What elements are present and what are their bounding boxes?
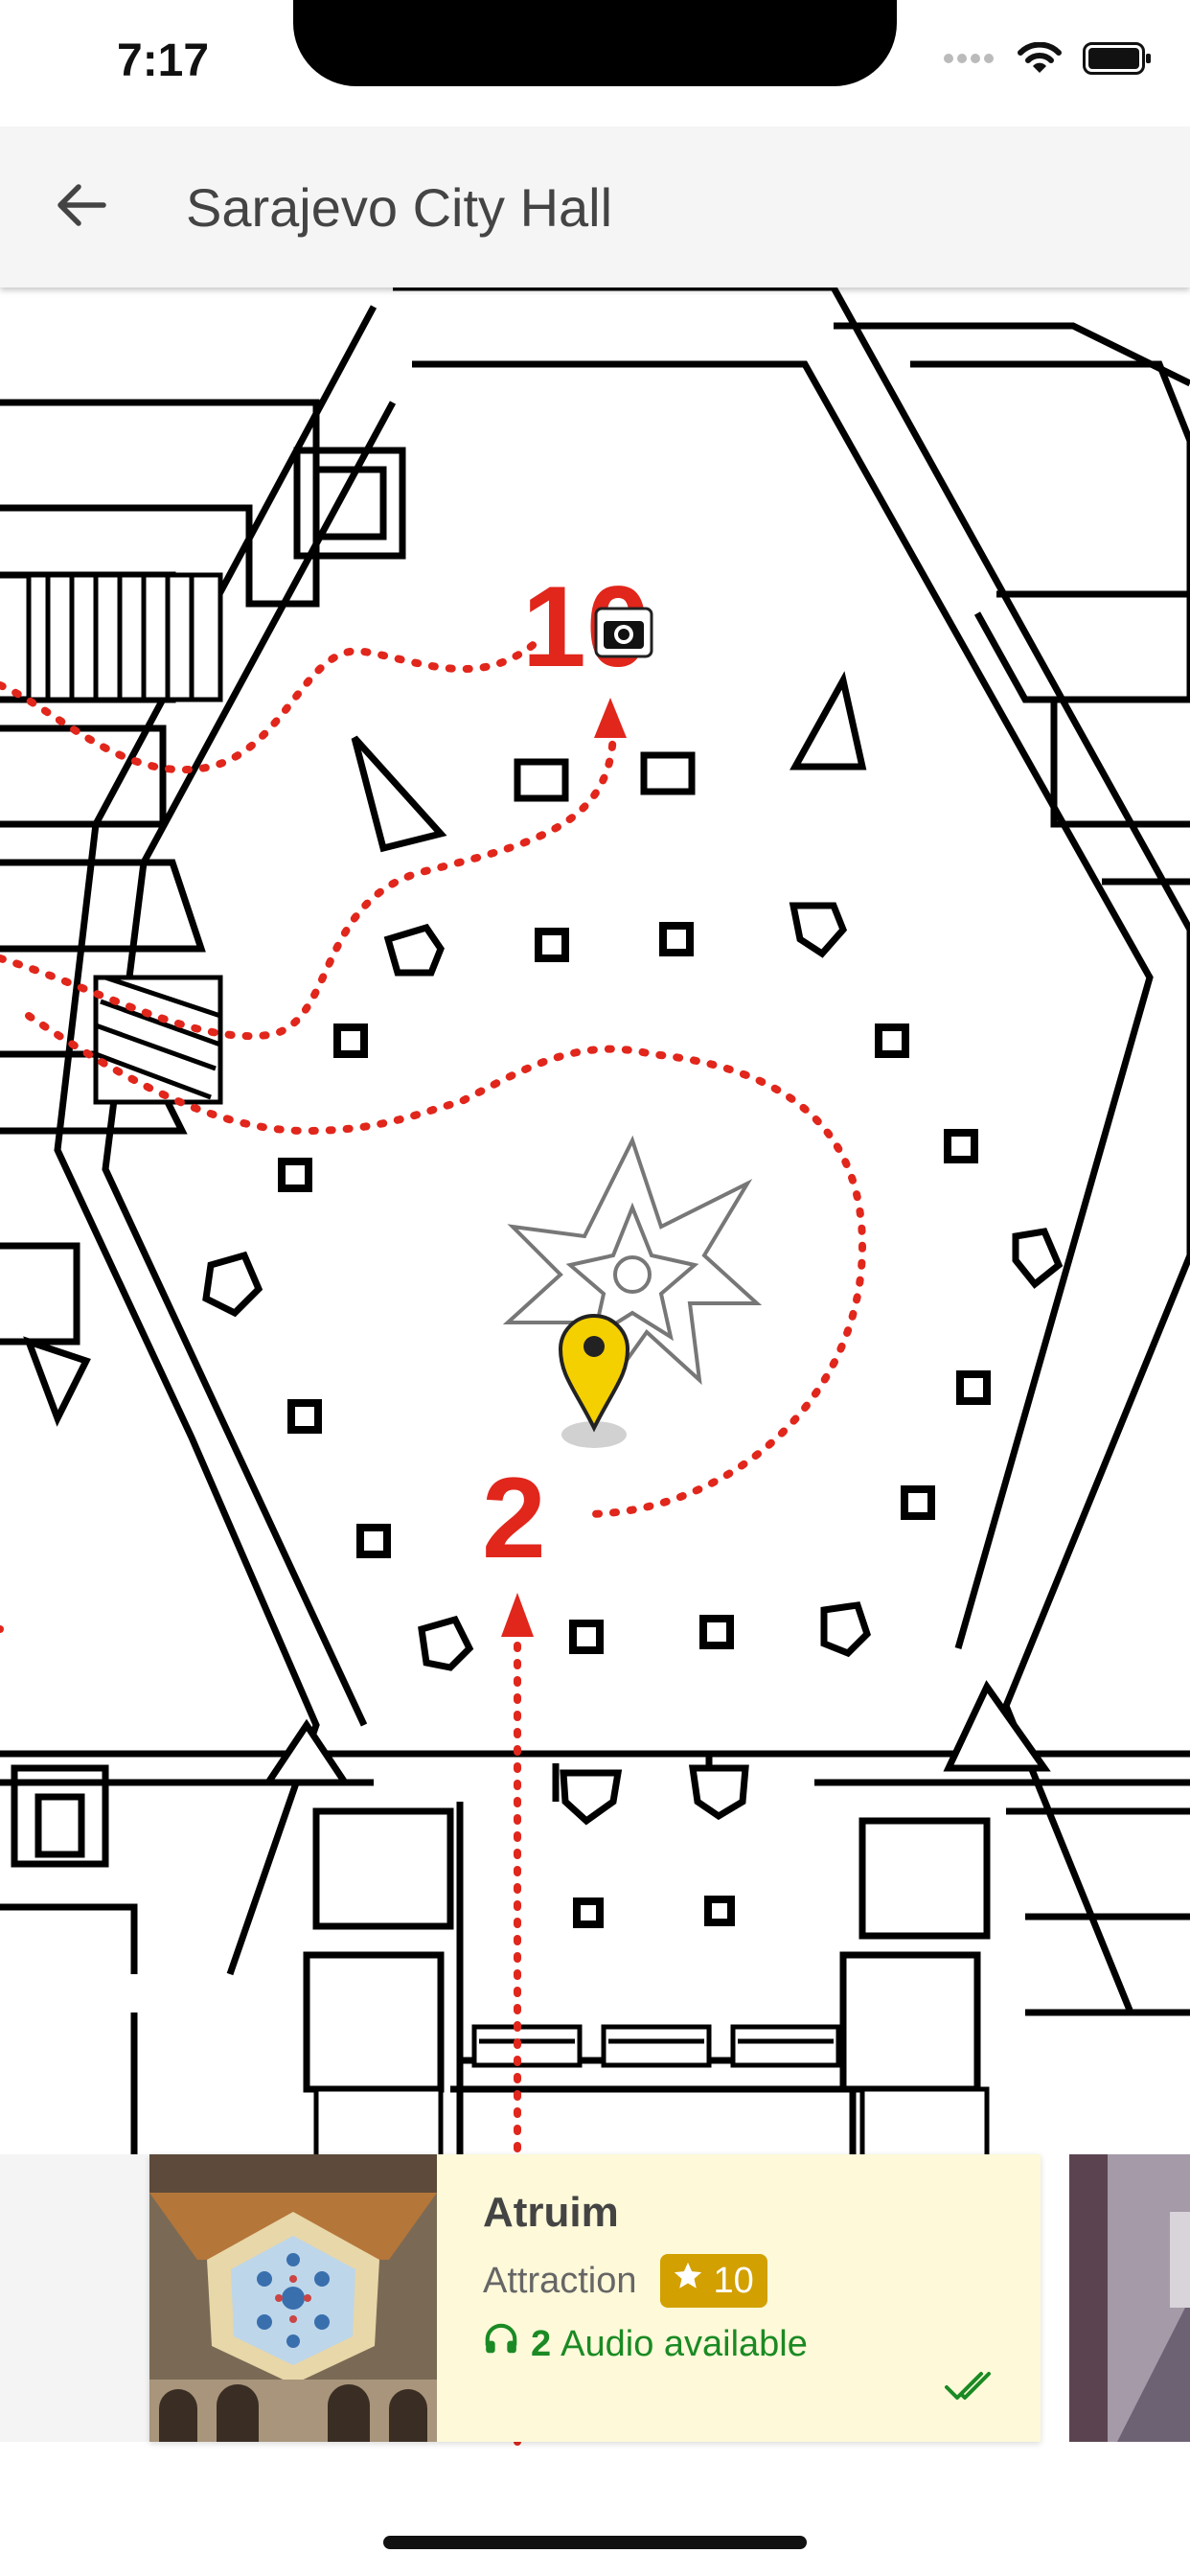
next-card-peek[interactable] [1069,2154,1190,2442]
places-carousel[interactable]: Atruim Attraction 10 [0,2154,1190,2442]
battery-icon [1083,42,1152,80]
star-icon [672,2260,704,2302]
home-indicator [383,2536,807,2549]
place-card[interactable]: Atruim Attraction 10 [149,2154,1041,2442]
app-bar: Sarajevo City Hall [0,126,1190,288]
back-button[interactable] [34,161,126,253]
audio-count: 2 [531,2323,552,2364]
arrow-back-icon [54,182,107,233]
rating-badge: 10 [659,2254,767,2308]
previous-card-peek[interactable] [0,2154,149,2442]
page-title: Sarajevo City Hall [186,176,613,238]
status-bar: 7:17 [0,0,1190,126]
signal-icon [943,52,996,70]
headphones-icon [483,2321,519,2367]
camera-icon[interactable] [594,607,653,658]
audio-info: 2 Audio available [483,2321,808,2367]
wifi-icon [1018,41,1062,80]
device-notch [293,0,897,86]
map-stop-label[interactable]: 2 [482,1454,546,1582]
status-time: 7:17 [117,35,210,86]
floor-plan-map[interactable]: 10 2 [0,288,1190,2576]
place-name: Atruim [483,2189,619,2236]
location-pin-icon[interactable] [558,1314,630,1448]
audio-label: Audio available [561,2323,808,2364]
place-photo [149,2154,437,2442]
status-icons [943,41,1152,80]
double-check-icon [945,2370,998,2407]
rating-value: 10 [713,2260,754,2301]
place-type: Attraction [483,2260,637,2301]
